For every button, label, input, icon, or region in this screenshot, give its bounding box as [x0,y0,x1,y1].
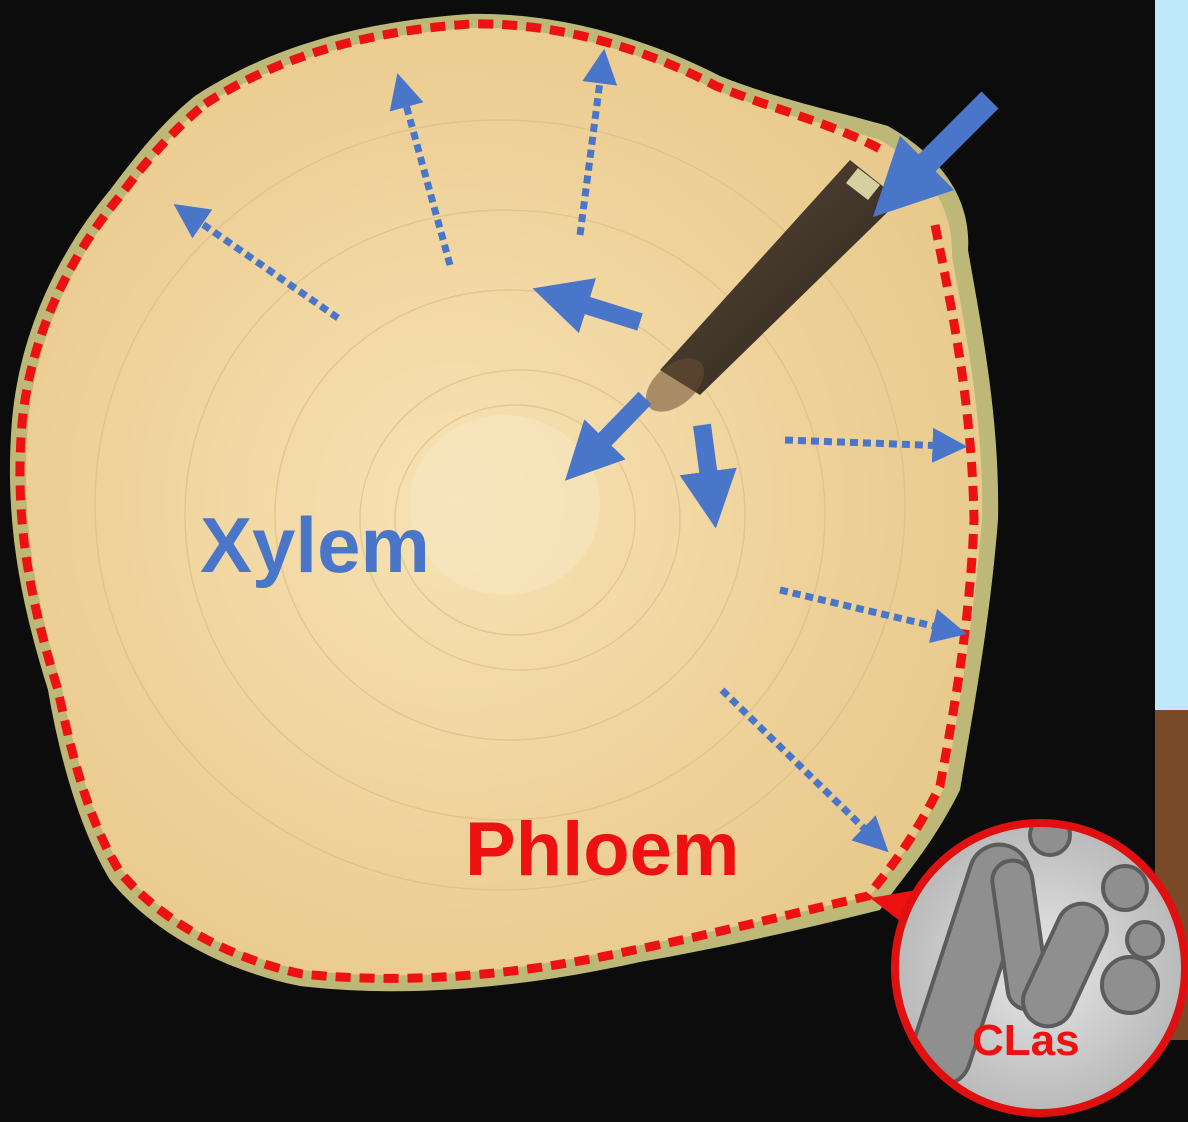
clas-label: CLas [972,1016,1080,1066]
bacteria-micrograph-icon [895,815,1185,1113]
pith [410,415,600,595]
xylem-label: Xylem [200,500,430,591]
sky-strip [1155,0,1188,710]
phloem-label: Phloem [465,806,740,893]
